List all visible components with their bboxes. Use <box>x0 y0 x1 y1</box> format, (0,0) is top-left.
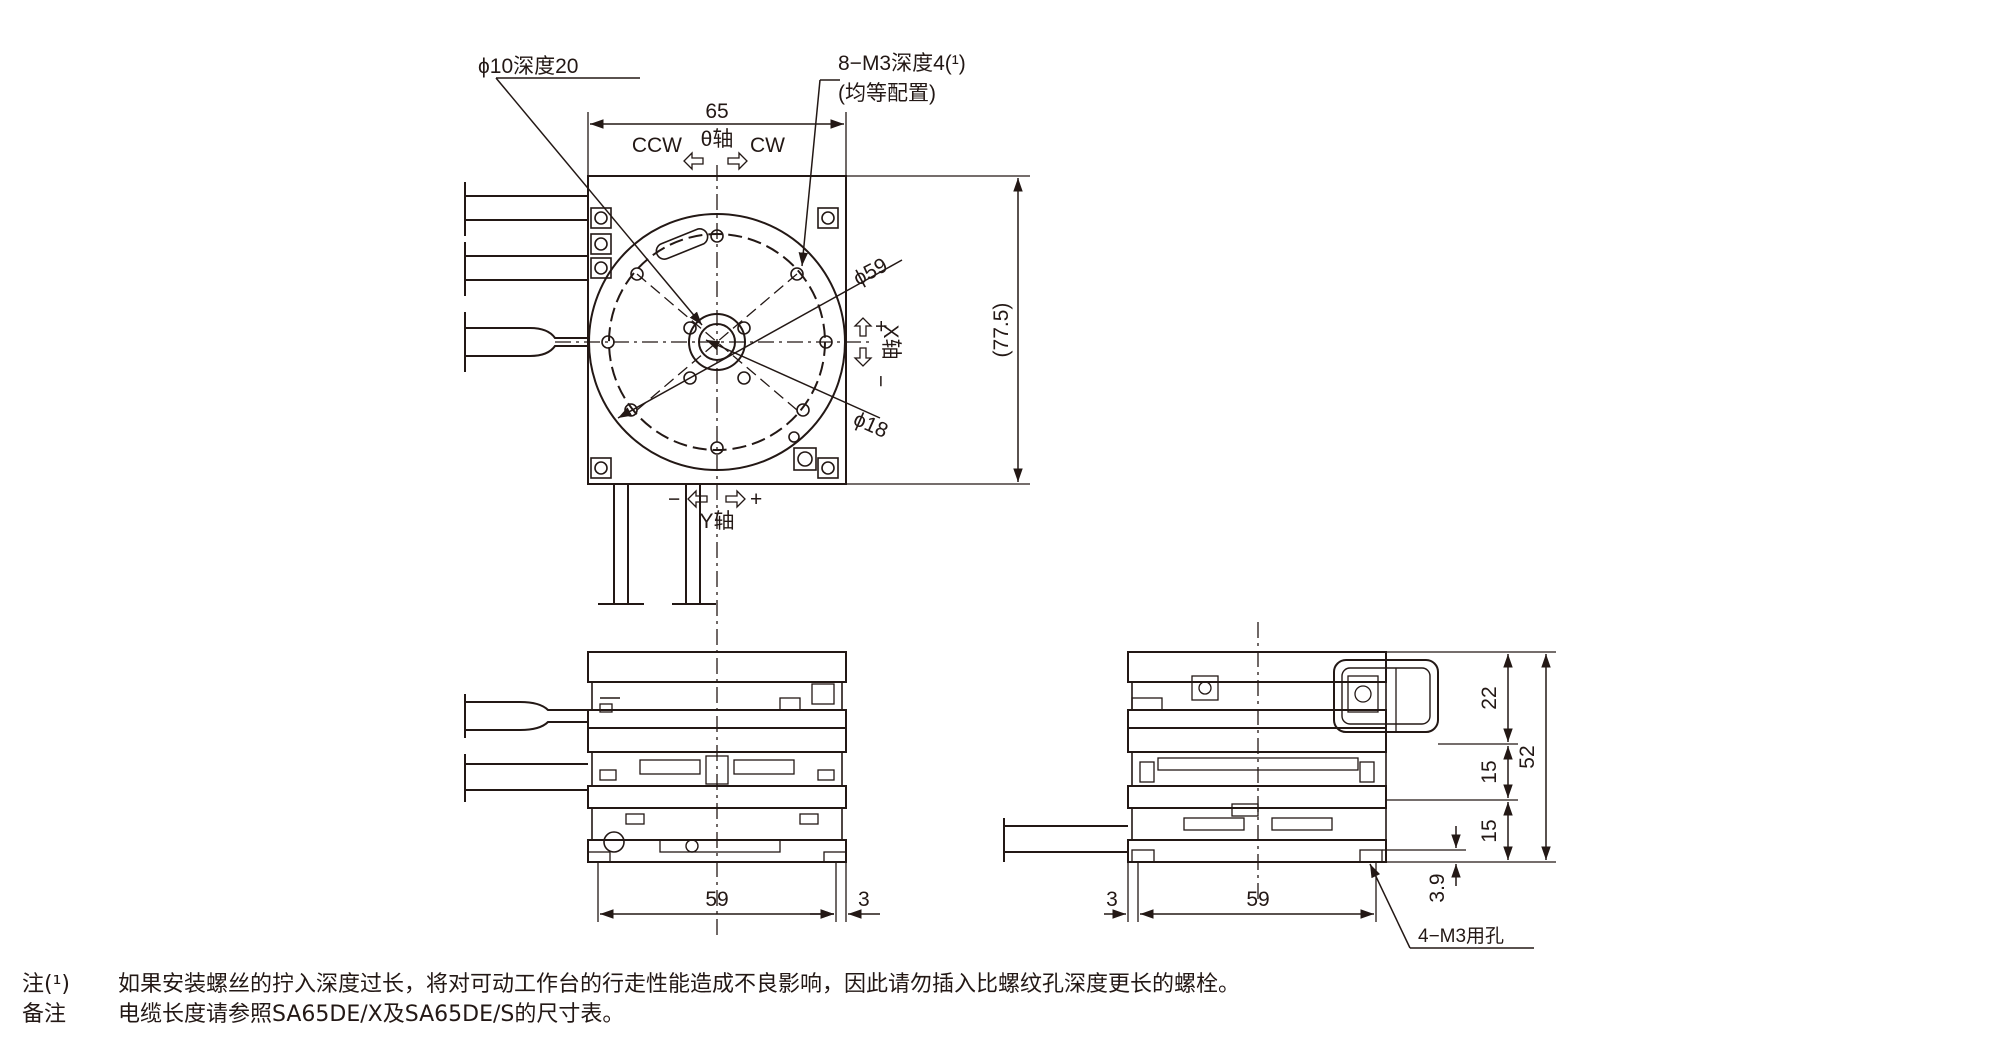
dim-width-65: 65 <box>705 100 728 123</box>
front-view-labels: 59 3 <box>705 888 869 911</box>
top-legs <box>598 484 716 605</box>
note-2-key: 备注 <box>22 1002 67 1027</box>
theta-axis-label: θ轴 <box>701 128 734 151</box>
notes-block: 注(¹) 如果安装螺丝的拧入深度过长，将对可动工作台的行走性能造成不良影响，因此… <box>22 970 1240 1030</box>
top-view <box>464 77 1030 940</box>
x-minus-label: − <box>869 375 892 387</box>
side-dim-3: 3 <box>1106 888 1118 911</box>
x-plus-label: + <box>869 320 892 332</box>
callout-hole-depth: ϕ10深度20 <box>478 55 578 78</box>
center-lines <box>555 165 870 940</box>
dim-height-77-5: (77.5) <box>990 303 1013 358</box>
callout-m3-tap: 8−M3深度4(¹) <box>838 52 966 75</box>
side-dim-59: 59 <box>1246 888 1269 911</box>
theta-cw-label: CW <box>750 134 785 157</box>
front-view <box>464 651 880 922</box>
front-dim-59: 59 <box>705 888 728 911</box>
note-2: 备注 电缆长度请参照SA65DE/X及SA65DE/S的尺寸表。 <box>22 1000 1240 1030</box>
y-minus-label: − <box>668 488 680 511</box>
y-plus-label: + <box>750 488 762 511</box>
note-1-text: 如果安装螺丝的拧入深度过长，将对可动工作台的行走性能造成不良影响，因此请勿插入比… <box>118 972 1241 997</box>
front-dim-3: 3 <box>858 888 870 911</box>
side-dim-22: 22 <box>1478 686 1501 709</box>
side-dim-3-9: 3.9 <box>1426 873 1449 902</box>
side-view-labels: 22 15 15 52 3.9 3 59 4−M3用孔 <box>1106 686 1539 947</box>
corner-screws <box>590 207 839 479</box>
side-callout-4-m3: 4−M3用孔 <box>1418 925 1504 947</box>
y-axis-label: Y轴 <box>699 510 734 533</box>
note-1: 注(¹) 如果安装螺丝的拧入深度过长，将对可动工作台的行走性能造成不良影响，因此… <box>22 970 1240 1000</box>
note-2-text: 电缆长度请参照SA65DE/X及SA65DE/S的尺寸表。 <box>118 1002 625 1027</box>
side-dim-52: 52 <box>1516 745 1539 768</box>
top-slot <box>655 228 709 260</box>
side-dim-15-mid: 15 <box>1478 760 1501 783</box>
side-dim-15-low: 15 <box>1478 819 1501 842</box>
note-1-key: 注(¹) <box>22 972 70 997</box>
dia-18-label: ϕ18 <box>850 408 891 443</box>
side-view <box>1003 622 1556 949</box>
x-axis-label: X轴 <box>879 324 902 359</box>
top-cables <box>464 182 588 372</box>
theta-ccw-label: CCW <box>632 134 682 157</box>
callout-m3-tap-sub: (均等配置) <box>838 82 936 105</box>
